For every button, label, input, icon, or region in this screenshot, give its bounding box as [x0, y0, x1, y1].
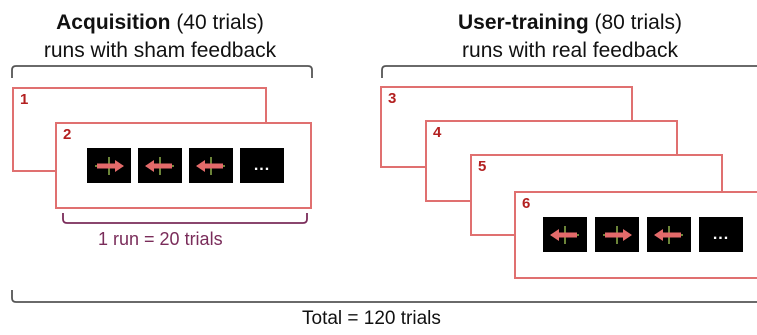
trial-screen: [595, 217, 639, 252]
arrow-left-icon: [550, 225, 579, 244]
panel-number: 6: [522, 195, 531, 212]
user-training-title: User-training (80 trials): [405, 10, 735, 36]
run-bracket: [62, 213, 308, 224]
trial-screen-more: ...: [240, 148, 284, 183]
trial-screen: [87, 148, 131, 183]
trial-screen: [189, 148, 233, 183]
user-training-bracket: [381, 65, 757, 78]
panel-number: 3: [388, 90, 397, 107]
acquisition-title-bold: Acquisition: [56, 11, 171, 34]
trial-screen: [647, 217, 691, 252]
arrow-left-icon: [654, 225, 683, 244]
ellipsis: ...: [253, 156, 271, 174]
arrow-right-icon: [95, 156, 124, 175]
arrow-right-icon: [603, 225, 632, 244]
user-training-title-rest: (80 trials): [588, 11, 683, 34]
acquisition-title-rest: (40 trials): [170, 11, 264, 34]
arrow-left-icon: [196, 156, 225, 175]
acquisition-title: Acquisition (40 trials): [10, 10, 310, 36]
acquisition-bracket: [11, 65, 313, 78]
panel-number: 4: [433, 124, 442, 141]
arrow-left-icon: [145, 156, 174, 175]
trial-screen: [543, 217, 587, 252]
total-label: Total = 120 trials: [302, 308, 441, 329]
user-training-panel-6: 6 ...: [514, 191, 757, 279]
acquisition-panel-2: 2 ...: [55, 122, 312, 209]
ellipsis: ...: [712, 225, 730, 243]
total-bracket: [11, 290, 757, 303]
panel-number: 5: [478, 158, 487, 175]
run-label: 1 run = 20 trials: [98, 229, 223, 249]
trial-screen-more: ...: [699, 217, 743, 252]
acquisition-subtitle: runs with sham feedback: [43, 39, 277, 62]
user-training-subtitle: runs with real feedback: [462, 39, 678, 62]
panel-number: 2: [63, 126, 72, 143]
user-training-title-bold: User-training: [457, 11, 589, 34]
trial-screen: [138, 148, 182, 183]
panel-number: 1: [20, 91, 29, 108]
